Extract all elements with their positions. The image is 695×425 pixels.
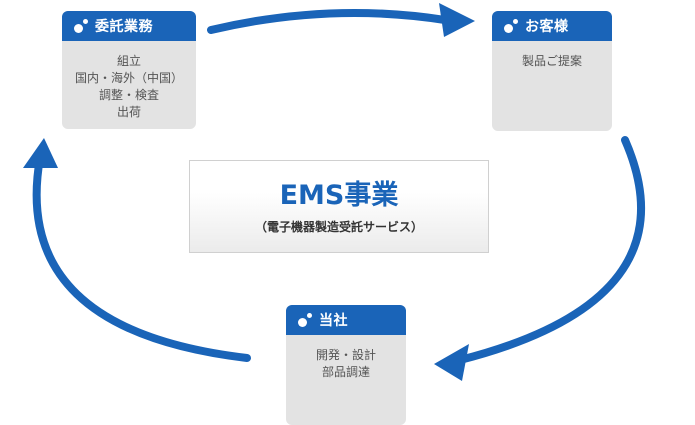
- customer-header: お客様: [492, 11, 612, 41]
- arrowhead-left-icon: [434, 344, 469, 381]
- company-box: 当社 開発・設計 部品調達: [286, 305, 406, 425]
- arrow-customer-to-company: [456, 136, 645, 364]
- outsourcing-line: 組立: [116, 54, 141, 68]
- outsourcing-box: 委託業務 組立 国内・海外（中国） 調整・検査 出荷: [62, 11, 196, 129]
- ems-subtitle: （電子機器製造受託サービス）: [254, 220, 423, 234]
- company-line: 開発・設計: [315, 348, 376, 362]
- customer-box: お客様 製品ご提案: [492, 11, 612, 131]
- dot-bullet-icon: [74, 19, 88, 33]
- customer-title: お客様: [525, 19, 569, 35]
- company-line: 部品調達: [321, 365, 370, 379]
- outsourcing-title: 委託業務: [95, 19, 153, 35]
- arrow-company-to-outsourcing: [32, 154, 251, 362]
- arrowhead-right-icon: [439, 3, 475, 37]
- dot-bullet-icon: [504, 19, 518, 33]
- ems-title: EMS事業: [279, 180, 399, 211]
- company-title: 当社: [319, 313, 348, 329]
- customer-line: 製品ご提案: [521, 54, 582, 68]
- outsourcing-line: 調整・検査: [98, 88, 159, 102]
- customer-body: 製品ご提案: [492, 41, 612, 70]
- outsourcing-body: 組立 国内・海外（中国） 調整・検査 出荷: [62, 41, 196, 121]
- company-header: 当社: [286, 305, 406, 335]
- outsourcing-line: 国内・海外（中国）: [74, 71, 183, 85]
- company-body: 開発・設計 部品調達: [286, 335, 406, 381]
- arrowhead-up-icon: [23, 138, 58, 168]
- outsourcing-line: 出荷: [116, 105, 141, 119]
- dot-bullet-icon: [298, 313, 312, 327]
- arrow-outsourcing-to-customer: [207, 8, 449, 34]
- outsourcing-header: 委託業務: [62, 11, 196, 41]
- ems-center-panel: EMS事業 （電子機器製造受託サービス）: [189, 160, 489, 253]
